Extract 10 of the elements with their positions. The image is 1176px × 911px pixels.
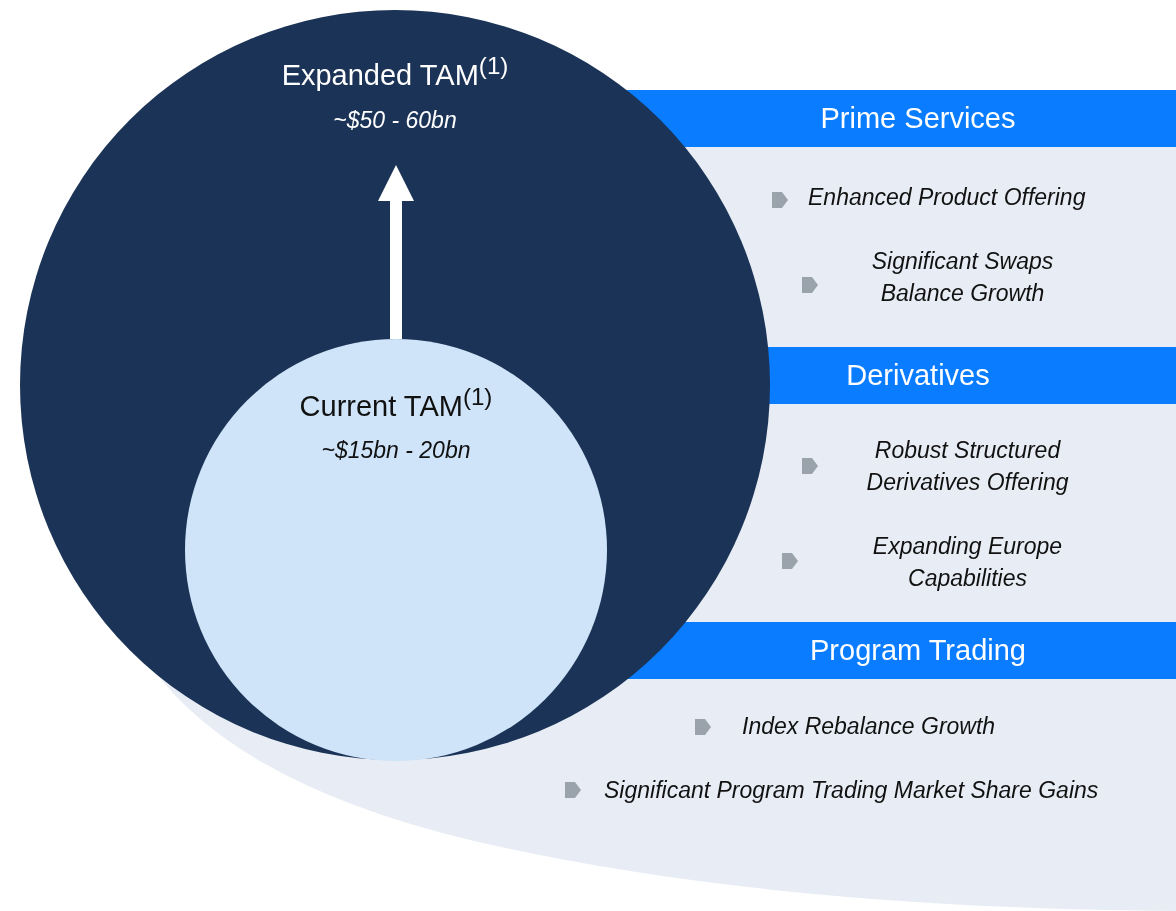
bullet-text: Significant Program Trading Market Share Gains	[604, 776, 1100, 805]
circle-value: ~$15bn - 20bn	[321, 437, 471, 464]
bullet-text: Index Rebalance Growth	[742, 712, 997, 741]
bullet-text: Robust Structured Derivatives Offering	[865, 436, 1070, 497]
bullet-text: Enhanced Product Offering	[808, 183, 1087, 212]
bullet-text: Significant Swaps Balance Growth	[870, 247, 1055, 308]
circle-value: ~$50 - 60bn	[333, 107, 457, 134]
circle-title: Expanded TAM$^{(1)}$	[281, 52, 509, 92]
bullet-text: Expanding Europe Capabilities	[871, 532, 1064, 593]
circle-title: Current TAM$^{(1)}$	[299, 383, 493, 423]
